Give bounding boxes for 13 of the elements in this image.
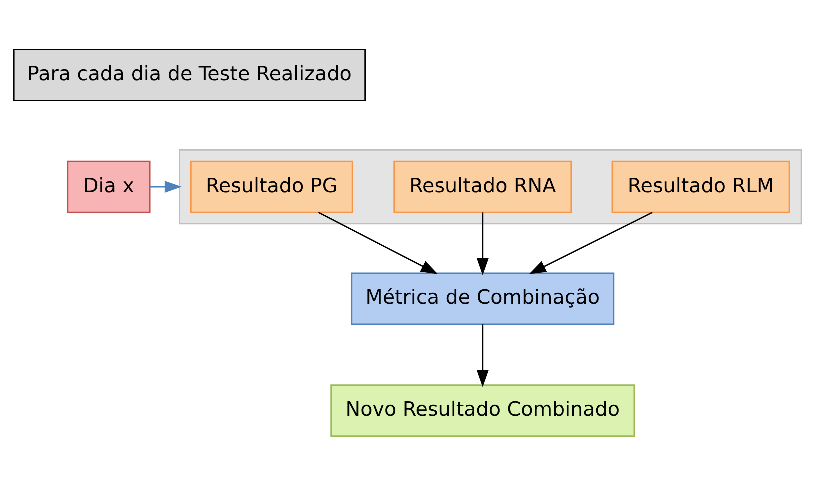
arrow bbox=[529, 212, 653, 274]
arrow bbox=[150, 181, 182, 193]
node-box: Dia x bbox=[67, 160, 151, 214]
node-box: Métrica de Combinação bbox=[351, 272, 615, 326]
node-box: Resultado RNA bbox=[394, 160, 572, 214]
node-box: Para cada dia de Teste Realizado bbox=[13, 48, 366, 102]
cluster bbox=[179, 150, 802, 225]
node-box: Novo Resultado Combinado bbox=[330, 384, 636, 438]
arrow bbox=[476, 212, 489, 276]
arrow bbox=[318, 212, 438, 274]
node-box: Resultado PG bbox=[190, 160, 354, 214]
arrow bbox=[476, 324, 489, 388]
node-box: Resultado RLM bbox=[612, 160, 790, 214]
